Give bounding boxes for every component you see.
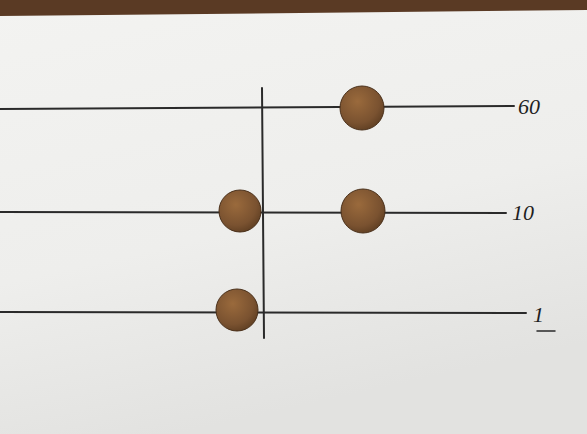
underline [537, 330, 555, 332]
counter-coin [341, 189, 385, 233]
counter-coin [216, 289, 258, 331]
counter-coin [219, 190, 261, 232]
table-edge [0, 0, 587, 16]
row-line [0, 106, 514, 109]
divider-line [262, 88, 264, 338]
row-value-label: 10 [512, 202, 534, 224]
row-value-label: 60 [518, 96, 540, 118]
row-value-label: 1 [533, 304, 544, 326]
counter-coin [340, 86, 384, 130]
